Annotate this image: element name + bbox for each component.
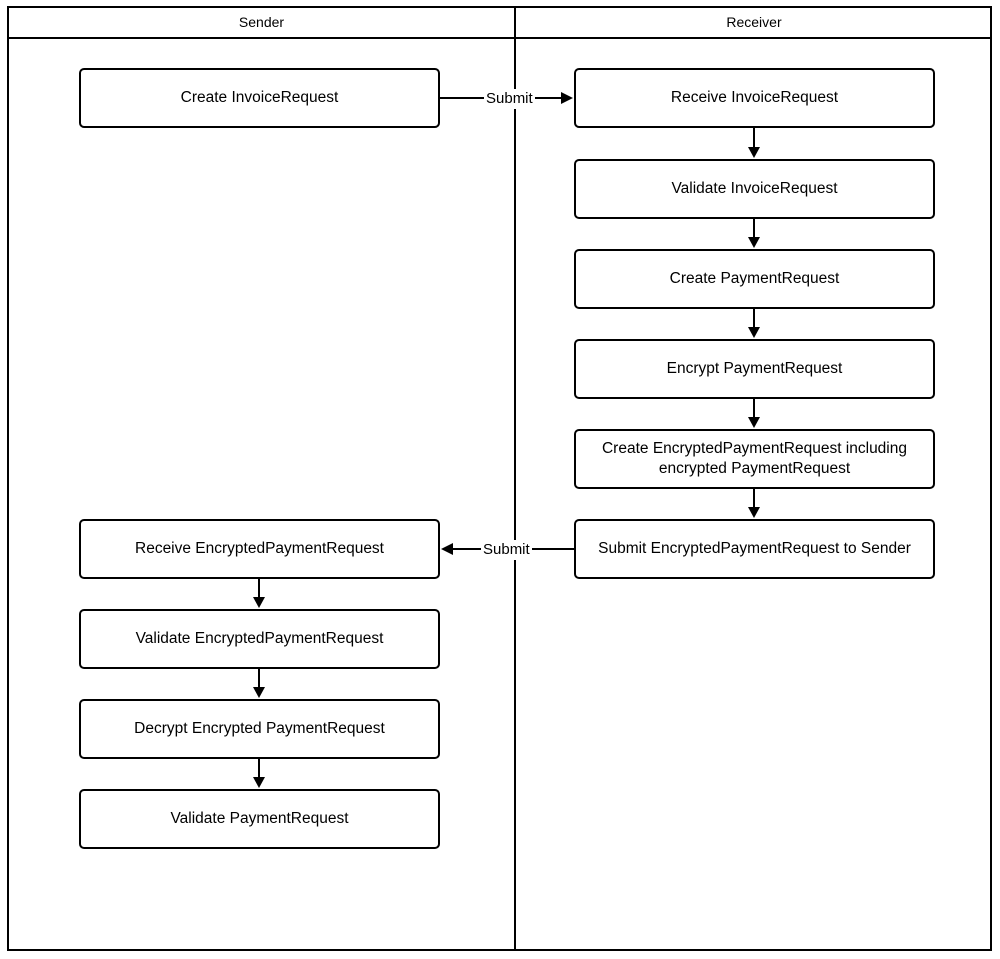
connector-validate-encrypted-to-decrypt [253,669,265,698]
connector-decrypt-to-validate-payment [253,759,265,788]
node-validate-payment-request[interactable]: Validate PaymentRequest [79,789,440,849]
edge-label-submit-encrypted-payment-request: Submit [481,540,532,560]
node-receive-encrypted-payment-request[interactable]: Receive EncryptedPaymentRequest [79,519,440,579]
node-create-payment-request[interactable]: Create PaymentRequest [574,249,935,309]
node-validate-invoice-request[interactable]: Validate InvoiceRequest [574,159,935,219]
connector-create-payment-to-encrypt-payment [748,309,760,338]
node-label-line-1: Create EncryptedPaymentRequest including [601,440,907,457]
lane-title-receiver: Receiver [726,14,782,30]
node-label: Validate PaymentRequest [170,810,349,827]
connector-receive-encrypted-to-validate-encrypted [253,579,265,608]
node-label: Encrypt PaymentRequest [666,360,843,377]
node-encrypt-payment-request[interactable]: Encrypt PaymentRequest [574,339,935,399]
connector-validate-invoice-to-create-payment [748,219,760,248]
lane-header-separator [7,37,992,39]
edge-label-submit-invoice-request: Submit [484,89,535,109]
connector-receive-to-validate-invoice [748,128,760,158]
node-label-line-2: encrypted PaymentRequest [658,460,851,477]
node-submit-encrypted-payment-request-to-sender[interactable]: Submit EncryptedPaymentRequest to Sender [574,519,935,579]
connector-encrypt-payment-to-create-encrypted [748,399,760,428]
node-validate-encrypted-payment-request[interactable]: Validate EncryptedPaymentRequest [79,609,440,669]
node-create-invoice-request[interactable]: Create InvoiceRequest [79,68,440,128]
node-label: Receive EncryptedPaymentRequest [135,540,384,557]
node-label: Validate InvoiceRequest [671,180,838,197]
node-label: Submit EncryptedPaymentRequest to Sender [598,540,911,557]
lane-title-sender: Sender [238,14,285,30]
node-create-encrypted-payment-request[interactable]: Create EncryptedPaymentRequest including… [574,429,935,489]
node-label: Create InvoiceRequest [180,89,339,106]
node-receive-invoice-request[interactable]: Receive InvoiceRequest [574,68,935,128]
node-decrypt-encrypted-payment-request[interactable]: Decrypt Encrypted PaymentRequest [79,699,440,759]
node-label: Create PaymentRequest [669,270,840,287]
connector-create-encrypted-to-submit [748,489,760,518]
node-label: Receive InvoiceRequest [670,89,839,106]
node-label: Decrypt Encrypted PaymentRequest [134,720,385,737]
lane-divider [514,6,516,951]
node-label: Validate EncryptedPaymentRequest [135,630,384,647]
